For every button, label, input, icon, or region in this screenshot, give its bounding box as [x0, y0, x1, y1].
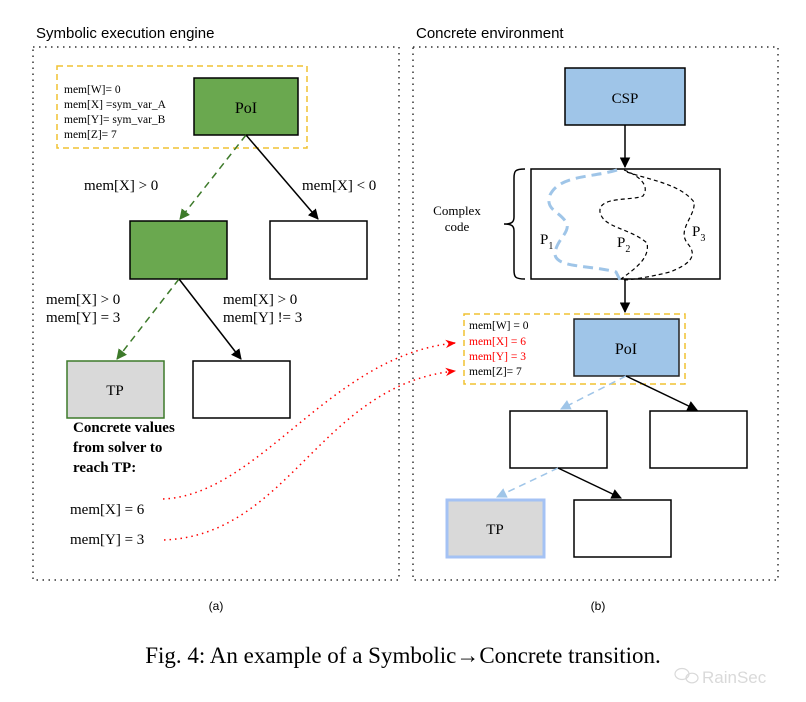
chat-bubble-icon [674, 667, 699, 684]
memory-line: mem[Z]= 7 [64, 129, 117, 141]
figure-caption: Fig. 4: An example of a Symbolic→Concret… [145, 643, 661, 668]
poi-label: PoI [235, 100, 257, 117]
memory-line: mem[X] =sym_var_A [64, 99, 167, 111]
node-symbolic-taken [129, 220, 228, 280]
condition-label: mem[X] > 0 [223, 292, 297, 308]
watermark-text: RainSec [702, 668, 767, 687]
node-concrete [573, 499, 672, 558]
complex-code-label: code [445, 219, 470, 234]
concrete-memory-list: mem[W] = 0 mem[X] = 6 mem[Y] = 3 mem[Z]=… [469, 320, 529, 378]
csp-node [564, 67, 686, 126]
edge-not-taken [625, 375, 698, 411]
symbolic-memory-list: mem[W]= 0 mem[X] =sym_var_A mem[Y]= sym_… [64, 84, 167, 141]
solver-value: mem[X] = 6 [70, 502, 145, 518]
tp-label: TP [106, 383, 124, 399]
edge-taken-concrete [496, 467, 559, 498]
node-symbolic [269, 220, 368, 280]
edge-taken-symbolic [179, 134, 247, 220]
memory-line-highlighted: mem[Y] = 3 [469, 351, 526, 363]
transfer-arrow-x [162, 339, 457, 500]
condition-label: mem[X] > 0 [46, 292, 120, 308]
panel-a: Symbolic execution engine mem[W]= 0 mem[… [32, 25, 400, 613]
condition-label: mem[Y] = 3 [46, 310, 120, 326]
edge-not-taken [178, 278, 242, 360]
memory-line: mem[W] = 0 [469, 320, 529, 332]
memory-line: mem[Z]= 7 [469, 366, 522, 378]
path-p3 [623, 171, 695, 281]
memory-line: mem[W]= 0 [64, 84, 121, 96]
edge-not-taken [557, 467, 622, 499]
complex-code-label: Complex [433, 203, 481, 218]
node-concrete-taken [509, 410, 608, 469]
edge-taken-symbolic [116, 278, 180, 360]
watermark: RainSec [674, 667, 767, 687]
memory-line-highlighted: mem[X] = 6 [469, 336, 526, 348]
complex-code-brace [503, 168, 526, 280]
edge-taken-concrete [560, 375, 627, 410]
tp-label: TP [486, 522, 504, 538]
solver-value: mem[Y] = 3 [70, 532, 144, 548]
path-label-p2: P2 [617, 235, 630, 255]
condition-label: mem[X] < 0 [302, 178, 376, 194]
panel-a-label: (a) [209, 599, 224, 613]
panel-b-border [412, 46, 779, 581]
edge-not-taken [245, 134, 319, 220]
tp-node-symbolic [66, 360, 165, 419]
path-p1 [547, 168, 622, 281]
tp-node-concrete [445, 498, 546, 559]
panel-a-title: Symbolic execution engine [36, 25, 214, 42]
symbolic-state-box [56, 65, 308, 149]
csp-label: CSP [612, 91, 639, 107]
node-concrete [649, 410, 748, 469]
path-labels: P1 P2 P3 [540, 224, 705, 255]
concrete-state-box [463, 313, 686, 385]
node-symbolic [192, 360, 291, 419]
solver-note: Concrete values from solver to reach TP: [73, 420, 175, 476]
memory-line: mem[Y]= sym_var_B [64, 114, 166, 126]
panel-b: Concrete environment CSP Complex code P1… [412, 25, 779, 613]
path-p2 [599, 169, 648, 280]
panel-b-label: (b) [591, 599, 606, 613]
poi-label: PoI [615, 341, 637, 358]
solver-note-line: from solver to [73, 440, 162, 456]
condition-label: mem[X] > 0 [84, 178, 158, 194]
condition-label: mem[Y] != 3 [223, 310, 302, 326]
panel-b-title: Concrete environment [416, 25, 564, 42]
path-label-p3: P3 [692, 224, 705, 244]
path-label-p1: P1 [540, 232, 553, 252]
solver-note-line: reach TP: [73, 460, 136, 476]
solver-note-line: Concrete values [73, 420, 175, 436]
poi-node-concrete [573, 318, 680, 377]
complex-code-box [530, 168, 721, 280]
panel-a-border [32, 46, 400, 581]
